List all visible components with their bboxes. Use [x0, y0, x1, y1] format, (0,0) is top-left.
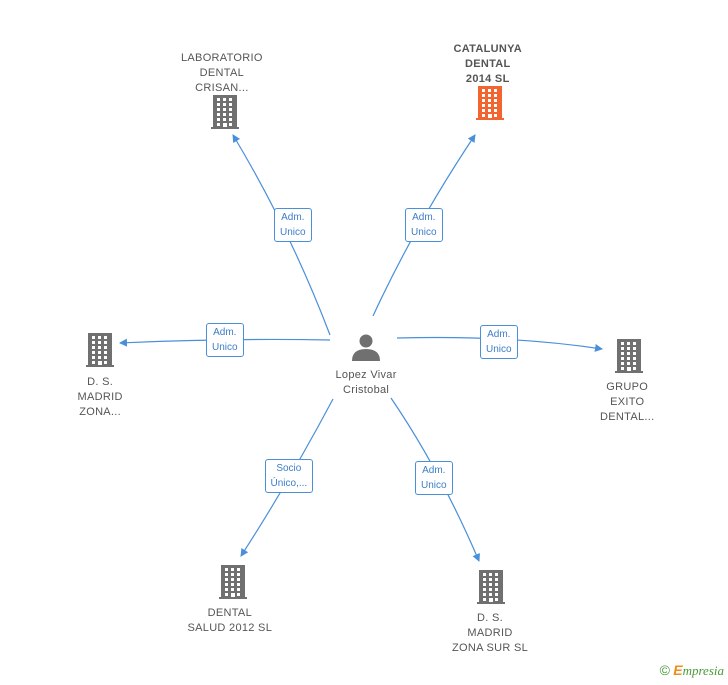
center-person-label-line: Lopez Vivar: [335, 369, 397, 381]
building-icon-ds-madrid-zona-sur[interactable]: [477, 570, 505, 604]
node-label-line: EXITO: [610, 396, 645, 408]
node-label-laboratorio[interactable]: LABORATORIO DENTAL CRISAN...: [181, 51, 263, 96]
edge-label-line: Unico: [421, 480, 447, 491]
node-label-line: 2014 SL: [465, 73, 510, 85]
building-icon-dental-salud[interactable]: [219, 565, 247, 599]
node-label-ds-madrid-zona-sur[interactable]: D. S. MADRID ZONA SUR SL: [452, 611, 528, 656]
edge-label-line: Adm.: [422, 465, 446, 476]
node-label-line: DENTAL: [207, 607, 252, 619]
edge-label-line: Socio: [276, 463, 302, 474]
edge-label-ds-madrid-zona[interactable]: Adm. Unico: [206, 323, 244, 357]
edges-layer: [119, 134, 603, 562]
edge-label-line: Adm.: [487, 329, 511, 340]
edge-label-line: Adm.: [281, 212, 305, 223]
node-label-line: MADRID: [467, 627, 513, 639]
edge-label-catalunya[interactable]: Adm. Unico: [405, 208, 443, 242]
node-label-line: SALUD 2012 SL: [187, 622, 273, 634]
edge-label-line: Adm.: [412, 212, 436, 223]
footer-brand: © Empresia: [660, 662, 724, 679]
building-icon-ds-madrid-zona[interactable]: [86, 333, 114, 367]
node-label-line: D. S.: [477, 612, 503, 624]
edge-label-grupo-exito[interactable]: Adm. Unico: [480, 325, 518, 359]
node-label-line: D. S.: [87, 376, 114, 388]
edge-label-laboratorio[interactable]: Adm. Unico: [274, 208, 312, 242]
brand-initial: E: [673, 662, 683, 678]
edge-label-line: Unico: [280, 227, 306, 238]
node-label-grupo-exito[interactable]: GRUPO EXITO DENTAL...: [600, 380, 654, 425]
building-icon-catalunya[interactable]: [476, 86, 504, 120]
edge-label-line: Adm.: [213, 327, 237, 338]
node-label-line: MADRID: [77, 391, 123, 403]
node-label-line: CRISAN...: [195, 82, 249, 94]
node-label-ds-madrid-zona[interactable]: D. S. MADRID ZONA...: [78, 375, 123, 420]
node-label-line: ZONA SUR SL: [452, 642, 529, 654]
icons-layer: [86, 86, 643, 604]
node-label-line: GRUPO: [606, 381, 649, 393]
edge-label-line: Unico: [411, 227, 437, 238]
copyright-symbol: ©: [659, 662, 670, 678]
node-label-catalunya[interactable]: CATALUNYA DENTAL 2014 SL: [454, 42, 523, 87]
node-label-line: CATALUNYA: [453, 43, 522, 55]
brand-name: mpresia: [682, 663, 724, 678]
node-label-line: ZONA...: [79, 406, 122, 418]
edge-label-ds-madrid-zona-sur[interactable]: Adm. Unico: [415, 461, 453, 495]
node-label-line: DENTAL: [464, 58, 511, 70]
edge-label-line: Unico: [486, 344, 512, 355]
node-label-dental-salud[interactable]: DENTAL SALUD 2012 SL: [188, 606, 273, 636]
building-icon-laboratorio[interactable]: [211, 95, 239, 129]
person-icon[interactable]: [352, 334, 380, 362]
node-label-line: DENTAL: [199, 67, 245, 79]
node-label-line: LABORATORIO: [181, 52, 263, 64]
building-icon-grupo-exito[interactable]: [615, 339, 643, 373]
edge-label-line: Único,...: [270, 478, 308, 489]
node-label-line: DENTAL...: [600, 411, 655, 423]
edge-label-line: Unico: [212, 342, 238, 353]
center-person-label-line: Cristobal: [343, 384, 390, 396]
